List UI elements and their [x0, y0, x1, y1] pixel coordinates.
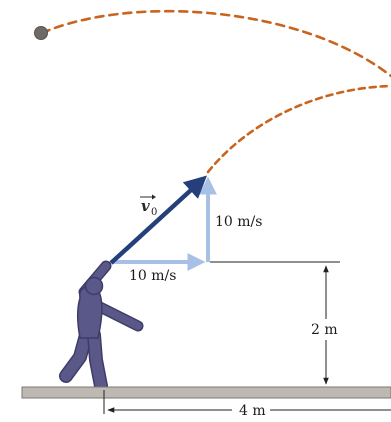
lower-trajectory-path	[206, 84, 391, 174]
ground	[21, 386, 391, 399]
v0-label: v 0	[140, 194, 157, 218]
vertical-component-label: 10 m/s	[215, 214, 262, 230]
svg-text:v: v	[141, 197, 150, 215]
height-label: 2 m	[311, 322, 338, 338]
distance-label: 4 m	[239, 403, 266, 419]
upper-trajectory-path	[40, 9, 391, 78]
svg-text:0: 0	[151, 207, 157, 218]
ball	[34, 26, 48, 40]
thrower-figure	[59, 260, 144, 393]
initial-velocity-arrow	[109, 175, 207, 265]
distance-dimension	[103, 390, 391, 414]
horizontal-component-label: 10 m/s	[129, 268, 176, 284]
